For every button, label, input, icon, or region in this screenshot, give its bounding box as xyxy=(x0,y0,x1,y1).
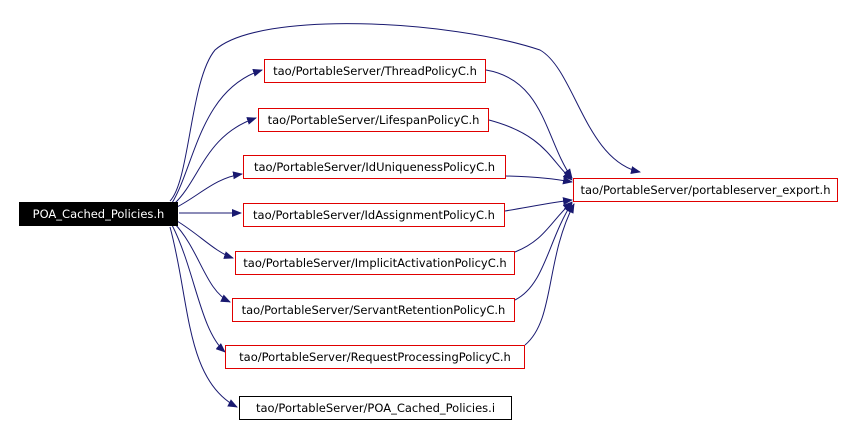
edge-root-to-servant xyxy=(173,222,231,303)
edge-request-to-export xyxy=(524,203,575,346)
node-idassignment-label: tao/PortableServer/IdAssignmentPolicyC.h xyxy=(253,208,495,222)
edge-root-to-inl xyxy=(169,226,238,408)
node-servantretention-policy[interactable]: tao/PortableServer/ServantRetentionPolic… xyxy=(232,298,515,322)
node-inl-label: tao/PortableServer/POA_Cached_Policies.i xyxy=(255,401,496,415)
node-lifespan-label: tao/PortableServer/LifespanPolicyC.h xyxy=(267,113,480,127)
node-thread-policy[interactable]: tao/PortableServer/ThreadPolicyC.h xyxy=(264,59,486,83)
node-iduniqueness-policy[interactable]: tao/PortableServer/IdUniquenessPolicyC.h xyxy=(243,155,506,179)
node-iduniqueness-label: tao/PortableServer/IdUniquenessPolicyC.h xyxy=(253,160,496,174)
edge-lifespan-to-export xyxy=(488,119,573,181)
node-lifespan-policy[interactable]: tao/PortableServer/LifespanPolicyC.h xyxy=(258,108,489,132)
node-portableserver-export[interactable]: tao/PortableServer/portableserver_export… xyxy=(573,178,838,202)
edge-root-to-thread xyxy=(171,68,263,204)
edge-root-to-export xyxy=(169,23,641,202)
node-implicitactivation-policy[interactable]: tao/PortableServer/ImplicitActivationPol… xyxy=(235,251,515,275)
node-servantretention-label: tao/PortableServer/ServantRetentionPolic… xyxy=(241,303,506,317)
edge-root-to-implicit xyxy=(176,220,234,259)
node-idassignment-policy[interactable]: tao/PortableServer/IdAssignmentPolicyC.h xyxy=(243,203,505,227)
node-poa-cached-policies-inl: tao/PortableServer/POA_Cached_Policies.i xyxy=(239,396,512,420)
edge-idassign-to-export xyxy=(504,197,573,212)
node-root-file: POA_Cached_Policies.h xyxy=(19,202,178,226)
node-root-label: POA_Cached_Policies.h xyxy=(32,207,165,221)
edge-root-to-request xyxy=(171,224,226,353)
node-implicitactivation-label: tao/PortableServer/ImplicitActivationPol… xyxy=(243,256,507,270)
node-export-label: tao/PortableServer/portableserver_export… xyxy=(580,183,831,197)
edge-implicit-to-export xyxy=(514,201,573,253)
edge-root-to-iduniq xyxy=(176,171,243,208)
edge-iduniq-to-export xyxy=(505,175,573,185)
edge-root-to-lifespan xyxy=(173,117,257,205)
node-requestprocessing-label: tao/PortableServer/RequestProcessingPoli… xyxy=(239,350,511,364)
edge-servant-to-export xyxy=(514,202,573,301)
node-requestprocessing-policy[interactable]: tao/PortableServer/RequestProcessingPoli… xyxy=(225,345,525,369)
edge-thread-to-export xyxy=(485,69,573,179)
node-thread-label: tao/PortableServer/ThreadPolicyC.h xyxy=(273,64,477,78)
